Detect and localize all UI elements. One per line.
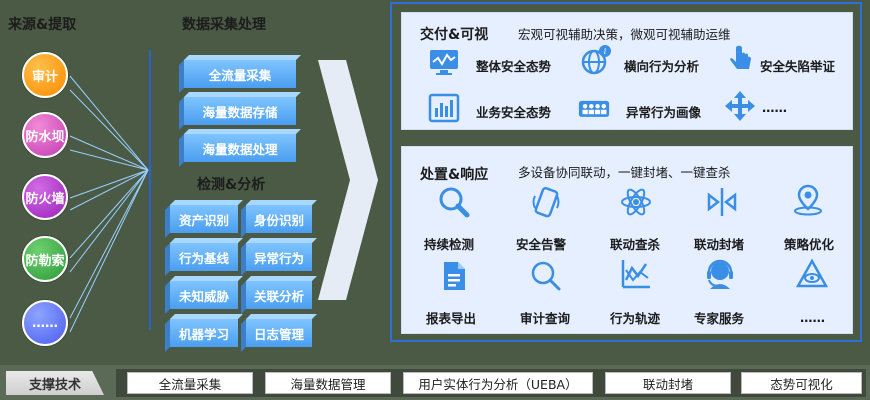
dashboard-chart-icon bbox=[428, 93, 460, 123]
globe-info-icon: i bbox=[581, 45, 611, 75]
delivery-item-profile: 异常行为画像 bbox=[626, 105, 702, 120]
connector-lines bbox=[69, 50, 151, 333]
collect-title: 数据采集处理 bbox=[182, 17, 266, 33]
delivery-item-lateral: 横向行为分析 bbox=[624, 59, 700, 74]
delivery-item-business: 业务安全态势 bbox=[476, 105, 552, 120]
response-section bbox=[401, 146, 853, 334]
collect-box-full-traffic: 全流量采集 bbox=[184, 60, 296, 88]
response-item-trace: 行为轨迹 bbox=[610, 311, 661, 326]
source-more: …… bbox=[22, 300, 68, 346]
detect-title: 检测&分析 bbox=[197, 177, 266, 193]
support-tech-bar: 支撑技术 全流量采集 海量数据管理 用户实体行为分析（UEBA） 联动封堵 态势… bbox=[0, 365, 870, 400]
detect-box-asset: 资产识别 bbox=[170, 205, 238, 233]
tech-tag-data-management: 海量数据管理 bbox=[265, 372, 391, 394]
response-item-detect: 持续检测 bbox=[424, 237, 475, 252]
block-arrows-icon bbox=[707, 188, 737, 216]
magnifier-icon bbox=[439, 187, 470, 218]
atom-icon bbox=[621, 188, 651, 216]
response-item-audit: 审计查询 bbox=[520, 311, 571, 326]
flow-arrow bbox=[318, 60, 378, 300]
pointer-hand-icon bbox=[730, 45, 751, 69]
source-firewall: 防火墙 bbox=[22, 174, 68, 220]
collect-box-processing: 海量数据处理 bbox=[184, 134, 296, 162]
monitor-chart-icon bbox=[430, 50, 458, 75]
map-pin-icon bbox=[794, 184, 822, 216]
response-subtitle: 多设备协同联动，一键封堵、一键查杀 bbox=[518, 165, 731, 180]
tech-tag-visualization: 态势可视化 bbox=[741, 372, 862, 394]
response-title: 处置&响应 bbox=[420, 167, 489, 183]
people-grid-icon bbox=[578, 100, 610, 117]
sources-title: 来源&提取 bbox=[8, 17, 77, 33]
response-item-report: 报表导出 bbox=[426, 311, 477, 326]
collect-box-storage: 海量数据存储 bbox=[184, 97, 296, 125]
tech-tag-block: 联动封堵 bbox=[605, 372, 731, 394]
detect-box-ml: 机器学习 bbox=[170, 319, 238, 347]
response-item-alert: 安全告警 bbox=[516, 237, 567, 252]
delivery-section bbox=[401, 12, 853, 130]
tech-tag-full-traffic: 全流量采集 bbox=[127, 372, 253, 394]
source-audit: 审计 bbox=[22, 52, 68, 98]
detect-box-unknown-threat: 未知威胁 bbox=[170, 281, 238, 309]
response-item-expert: 专家服务 bbox=[694, 311, 745, 326]
detect-box-baseline: 行为基线 bbox=[170, 243, 238, 271]
source-dam: 防水坝 bbox=[22, 112, 68, 158]
detect-box-abnormal: 异常行为 bbox=[246, 243, 312, 271]
svg-text:i: i bbox=[604, 47, 607, 56]
source-anti-ransom: 防勒索 bbox=[22, 236, 68, 282]
eye-triangle-icon bbox=[796, 258, 828, 288]
response-item-more: …… bbox=[800, 310, 825, 325]
delivery-item-proof: 安全失陷举证 bbox=[760, 59, 836, 74]
search-icon bbox=[531, 261, 561, 291]
delivery-item-overall: 整体安全态势 bbox=[476, 59, 552, 74]
delivery-subtitle: 宏观可视辅助决策，微观可视辅助运维 bbox=[518, 27, 731, 42]
response-item-kill: 联动查杀 bbox=[610, 237, 661, 252]
detect-box-log: 日志管理 bbox=[246, 319, 312, 347]
support-tech-label: 支撑技术 bbox=[6, 371, 104, 395]
headset-icon bbox=[707, 259, 733, 289]
delivery-item-more: …… bbox=[762, 100, 787, 115]
delivery-title: 交付&可视 bbox=[420, 27, 489, 43]
phone-alert-icon bbox=[532, 186, 560, 218]
detect-box-identity: 身份识别 bbox=[246, 205, 312, 233]
response-item-policy: 策略优化 bbox=[784, 237, 835, 252]
response-item-block: 联动封堵 bbox=[694, 237, 745, 252]
detect-box-correlation: 关联分析 bbox=[246, 281, 312, 309]
tech-tag-ueba: 用户实体行为分析（UEBA） bbox=[403, 372, 593, 394]
document-icon bbox=[444, 262, 465, 290]
move-arrows-icon bbox=[725, 91, 755, 121]
trend-chart-icon bbox=[621, 260, 650, 289]
